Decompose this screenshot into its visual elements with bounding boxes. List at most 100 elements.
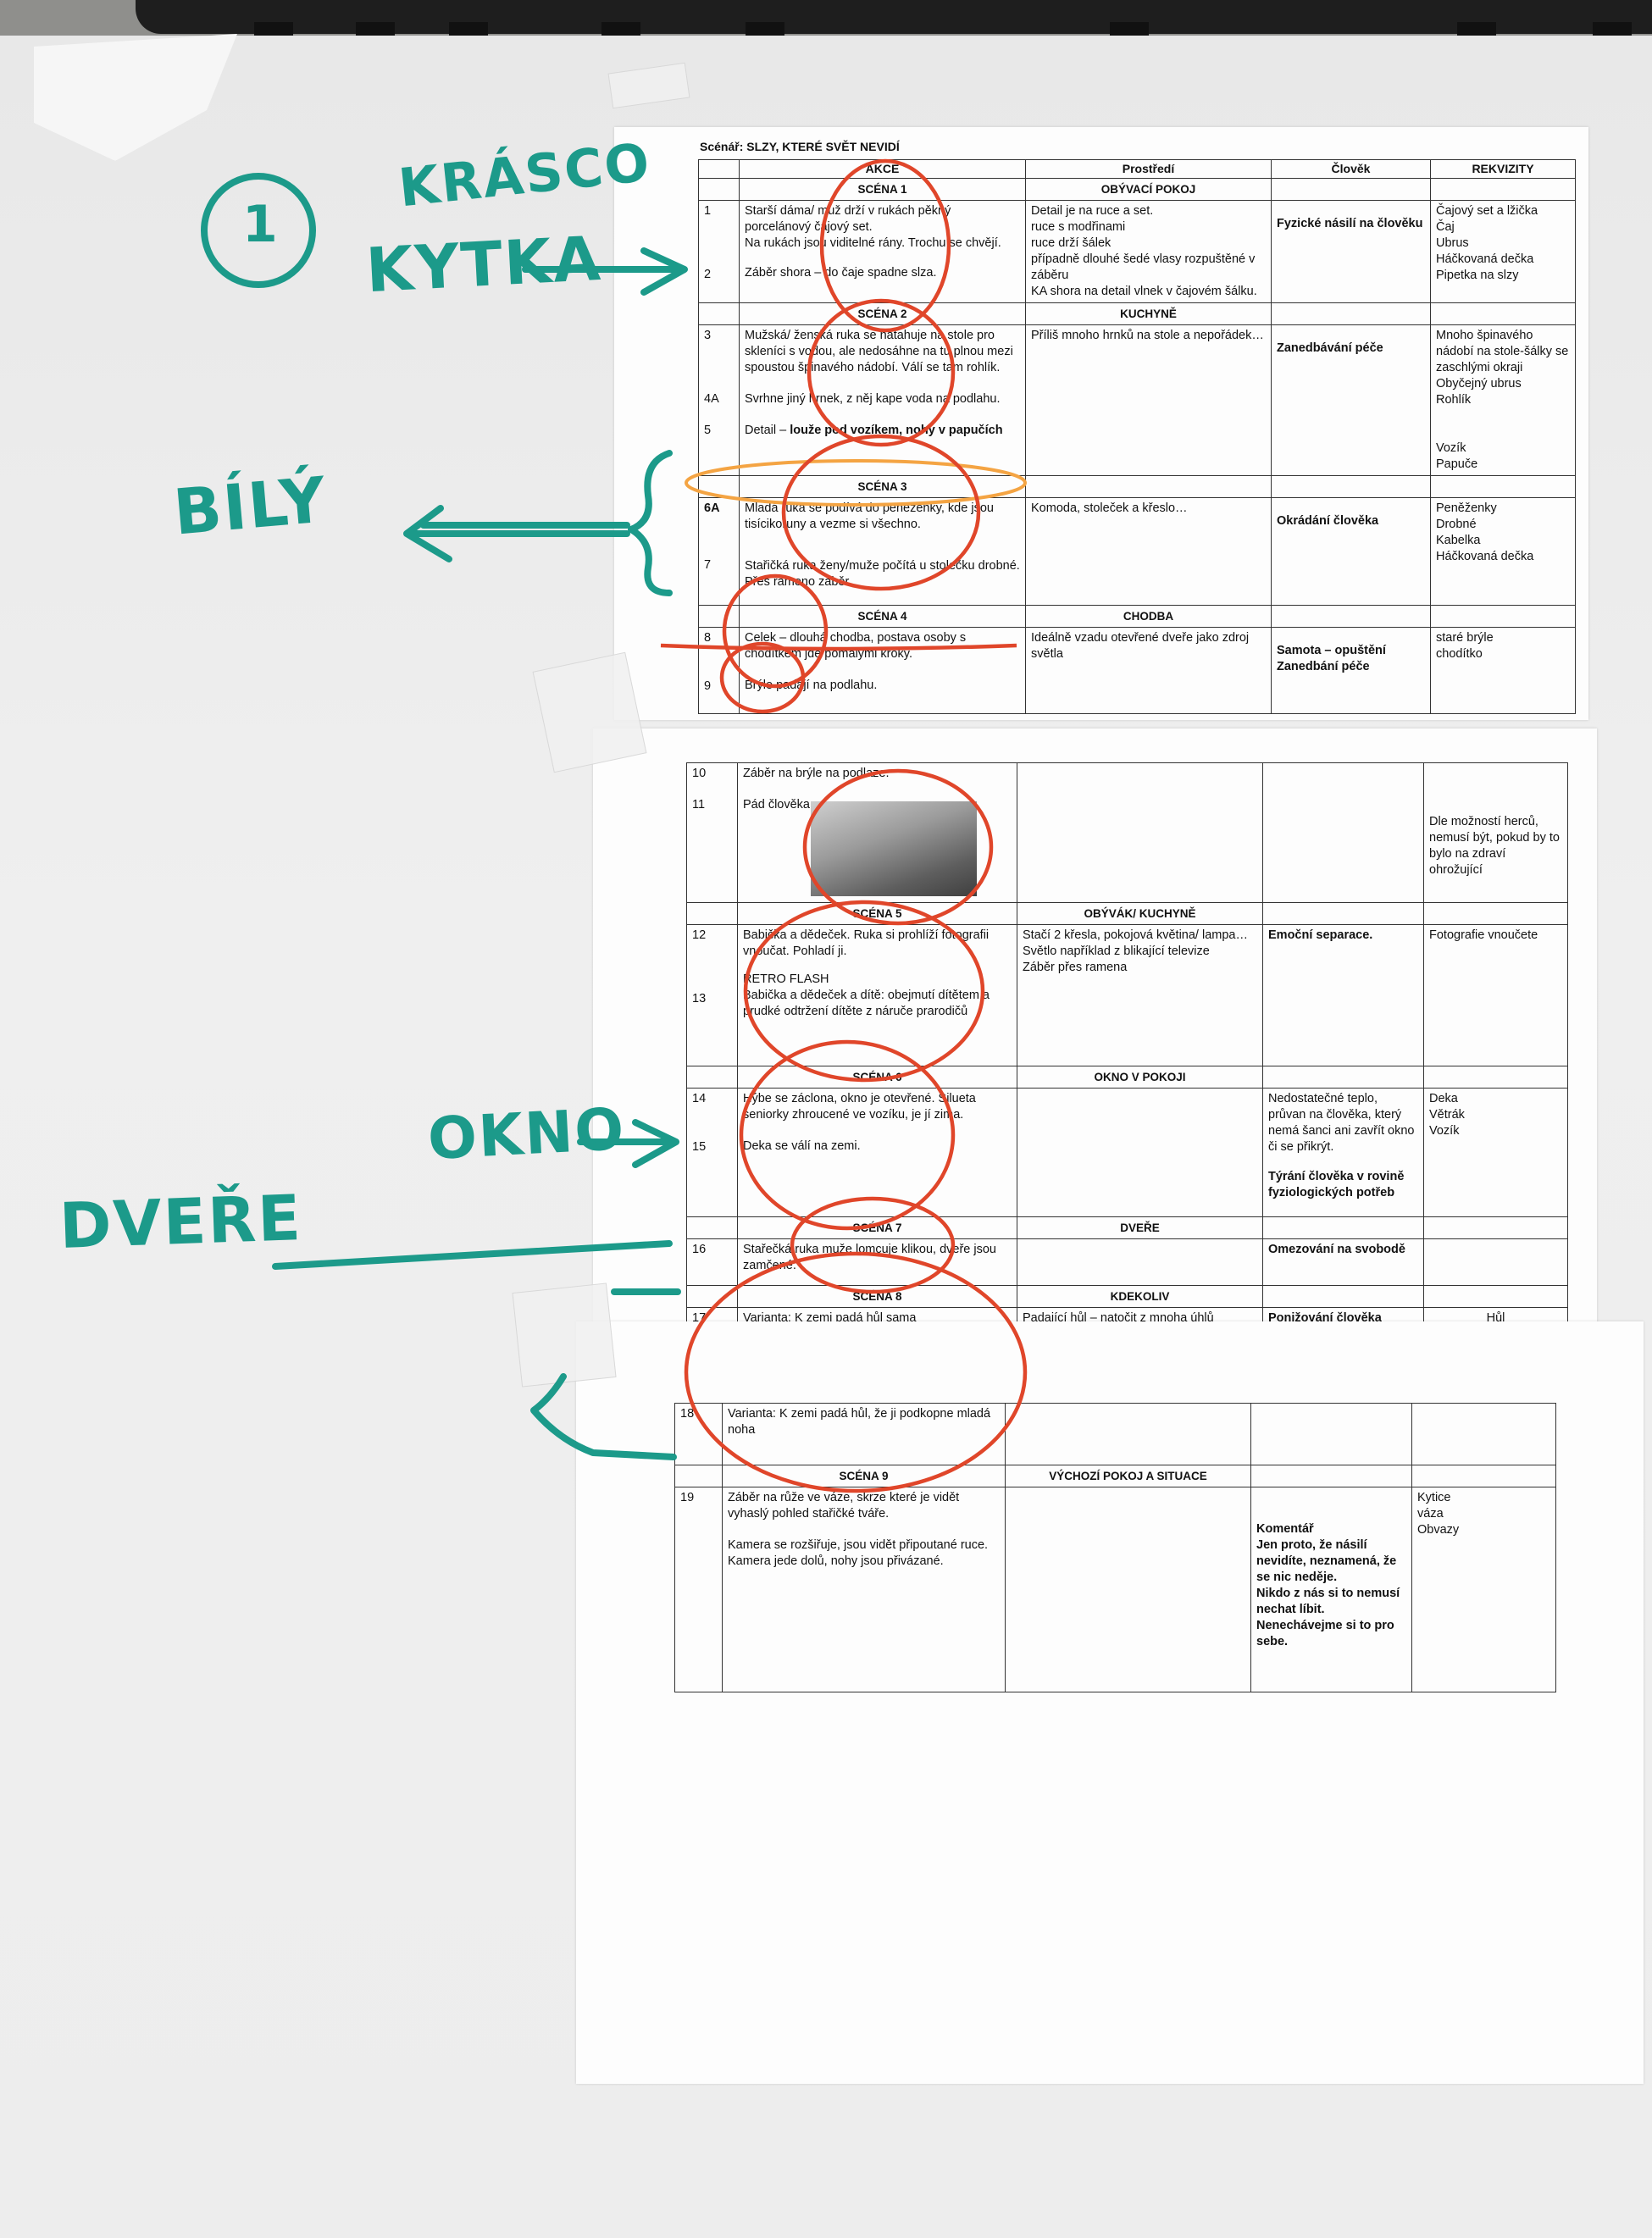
handwritten-word: DVEŘE <box>58 1182 304 1263</box>
scene-label: SCÉNA 6 <box>737 1066 1017 1089</box>
scene-label: SCÉNA 4 <box>739 605 1026 628</box>
props-text: Mnoho špinavého nádobí na stole-šálky se… <box>1430 324 1576 476</box>
comment-text: Komentář Jen proto, že násilí nevidíte, … <box>1250 1487 1412 1692</box>
row-number: 9 <box>704 679 712 693</box>
props-text: Fotografie vnoučete <box>1423 924 1568 1066</box>
flipchart-clip-bar <box>136 0 1652 56</box>
handwritten-word: BÍLÝ <box>170 463 330 550</box>
scene-place: CHODBA <box>1025 605 1272 628</box>
scene-row: SCÉNA 5 OBÝVÁK/ KUCHYNĚ <box>686 902 1568 925</box>
header-akce: AKCE <box>739 159 1026 179</box>
row-number: 5 <box>704 424 712 437</box>
scene-label: SCÉNA 7 <box>737 1216 1017 1239</box>
action-text: Stařičká ruka ženy/muže počítá u stolečk… <box>745 559 1020 589</box>
person-text: Okrádání člověka <box>1271 497 1431 606</box>
action-text: Deka se válí na zemi. <box>743 1139 861 1153</box>
props-text: Kytice váza Obvazy <box>1411 1487 1556 1692</box>
table-header-row: AKCE Prostředí Člověk REKVIZITY <box>698 159 1576 179</box>
scene-place: VÝCHOZÍ POKOJ A SITUACE <box>1005 1465 1251 1487</box>
environment-text: Stačí 2 křesla, pokojová květina/ lampa…… <box>1017 924 1263 1066</box>
table-row: 6A 7 Mladá ruka se podívá do peněženky, … <box>698 497 1576 606</box>
scene-label: SCÉNA 9 <box>722 1465 1006 1487</box>
row-number: 2 <box>704 268 712 281</box>
handwritten-word: OKNO <box>426 1095 628 1174</box>
action-text: Babička a dědeček. Ruka si prohlíží foto… <box>743 928 990 958</box>
row-number: 6A <box>704 501 720 515</box>
scene-place: OKNO V POKOJI <box>1017 1066 1263 1089</box>
row-number: 10 <box>692 767 707 780</box>
scene-place: OBÝVACÍ POKOJ <box>1025 178 1272 201</box>
person-text: Nedostatečné teplo, průvan na člověka, k… <box>1268 1092 1415 1154</box>
action-text: Kamera se rozšiřuje, jsou vidět připouta… <box>728 1538 989 1568</box>
scene-row: SCÉNA 4 CHODBA <box>698 605 1576 628</box>
environment-text: Detail je na ruce a set. ruce s modřinam… <box>1025 200 1272 303</box>
script-table-1: AKCE Prostředí Člověk REKVIZITY SCÉNA 1 … <box>698 159 1576 714</box>
script-table-2: 10 11 Záběr na brýle na podlaze. Pád člo… <box>686 762 1568 1344</box>
row-number: 11 <box>692 798 706 812</box>
scene-place: KUCHYNĚ <box>1025 302 1272 325</box>
action-text: Hýbe se záclona, okno je otevřené. Silue… <box>743 1092 976 1122</box>
row-number: 8 <box>704 631 712 645</box>
scene-label: SCÉNA 5 <box>737 902 1017 925</box>
action-text: Pád člověka <box>743 798 810 812</box>
row-number: 12 <box>692 928 707 942</box>
scene-label: SCÉNA 2 <box>739 302 1026 325</box>
scene-row: SCÉNA 8 KDEKOLIV <box>686 1285 1568 1308</box>
action-prefix: Detail – <box>745 424 790 437</box>
scene-row: SCÉNA 7 DVEŘE <box>686 1216 1568 1239</box>
scene-label: SCÉNA 1 <box>739 178 1026 201</box>
fall-photo <box>811 801 977 896</box>
props-text: Deka Větrák Vozík <box>1423 1088 1568 1217</box>
table-row: 10 11 Záběr na brýle na podlaze. Pád člo… <box>686 762 1568 903</box>
row-number: 1 <box>704 204 712 218</box>
environment-text: Komoda, stoleček a křeslo… <box>1025 497 1272 606</box>
row-number: 18 <box>674 1403 723 1465</box>
table-row: 14 15 Hýbe se záclona, okno je otevřené.… <box>686 1088 1568 1217</box>
action-text: Záběr shora – do čaje spadne slza. <box>745 266 937 280</box>
table-row: 18 Varianta: K zemi padá hůl, že ji podk… <box>674 1403 1556 1465</box>
retro-flash-label: RETRO FLASH <box>743 972 829 986</box>
action-text: Svrhne jiný hrnek, z něj kape voda na po… <box>745 392 1001 406</box>
person-text: Týrání člověka v rovině fyziologických p… <box>1268 1170 1405 1199</box>
props-text: staré brýle chodítko <box>1430 627 1576 714</box>
environment-text: Ideálně vzadu otevřené dveře jako zdroj … <box>1025 627 1272 714</box>
row-number: 19 <box>674 1487 723 1692</box>
action-text: Záběr na růže ve váze, skrze které je vi… <box>728 1491 960 1521</box>
header-clovek: Člověk <box>1271 159 1431 179</box>
table-row: 3 4A 5 Mužská/ ženská ruka se natahuje n… <box>698 324 1576 476</box>
props-text: Peněženky Drobné Kabelka Háčkovaná dečka <box>1430 497 1576 606</box>
scene-row: SCÉNA 3 <box>698 475 1576 498</box>
table-row: 16 Stařečká ruka muže lomcuje klikou, dv… <box>686 1238 1568 1286</box>
row-number: 14 <box>692 1092 707 1105</box>
scene-row: SCÉNA 9 VÝCHOZÍ POKOJ A SITUACE <box>674 1465 1556 1487</box>
props-text: Čajový set a lžička Čaj Ubrus Háčkovaná … <box>1430 200 1576 303</box>
script-table-3: 18 Varianta: K zemi padá hůl, že ji podk… <box>674 1403 1556 1692</box>
tape-piece <box>512 1282 617 1388</box>
header-rekvizity: REKVIZITY <box>1430 159 1576 179</box>
scene-row: SCÉNA 6 OKNO V POKOJI <box>686 1066 1568 1089</box>
action-text: Babička a dědeček a dítě: obejmutí dítět… <box>743 989 990 1018</box>
row-number: 13 <box>692 992 707 1005</box>
scene-row: SCÉNA 2 KUCHYNĚ <box>698 302 1576 325</box>
scene-label: SCÉNA 8 <box>737 1285 1017 1308</box>
row-number: 4A <box>704 392 719 406</box>
row-number: 15 <box>692 1140 707 1154</box>
row-number: 7 <box>704 558 712 572</box>
action-text: Mladá ruka se podívá do peněženky, kde j… <box>745 501 994 531</box>
person-text: Zanedbávání péče <box>1271 324 1431 476</box>
table-row: 1 2 Starší dáma/ muž drží v rukách pěkný… <box>698 200 1576 303</box>
scene-place: KDEKOLIV <box>1017 1285 1263 1308</box>
person-text: Samota – opuštění Zanedbání péče <box>1271 627 1431 714</box>
script-title: Scénář: SLZY, KTERÉ SVĚT NEVIDÍ <box>700 140 900 153</box>
action-text: Mužská/ ženská ruka se natahuje na stole… <box>745 329 1013 374</box>
action-text: Starší dáma/ muž drží v rukách pěkný por… <box>745 204 1001 250</box>
person-text: Emoční separace. <box>1262 924 1424 1066</box>
action-text: Brýle padají na podlahu. <box>745 679 878 692</box>
table-row: 8 9 Celek – dlouhá chodba, postava osoby… <box>698 627 1576 714</box>
person-text: Omezování na svobodě <box>1262 1238 1424 1286</box>
environment-text: Příliš mnoho hrnků na stole a nepořádek… <box>1025 324 1272 476</box>
action-text: Stařečká ruka muže lomcuje klikou, dveře… <box>737 1238 1017 1286</box>
handwritten-number: 1 <box>242 195 280 254</box>
scene-label: SCÉNA 3 <box>739 475 1026 498</box>
handwritten-word: KYTKA <box>363 222 604 307</box>
